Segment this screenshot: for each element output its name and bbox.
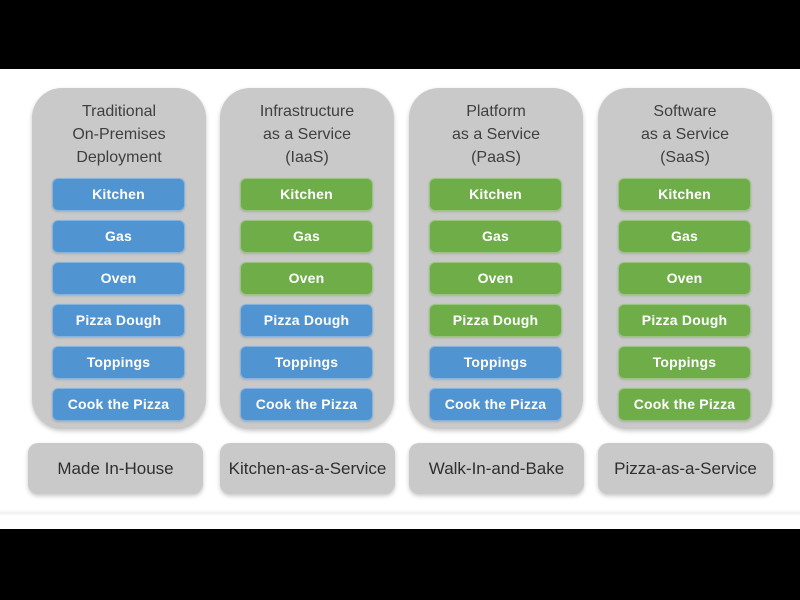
- column-title: Traditional On-Premises Deployment: [32, 88, 206, 169]
- service-item-toppings: Toppings: [618, 346, 751, 379]
- column-title-line: as a Service: [451, 126, 541, 143]
- column-title-line: On-Premises: [72, 126, 166, 143]
- service-item-pizza-dough: Pizza Dough: [429, 304, 562, 337]
- column-saas: Software as a Service (SaaS) Kitchen Gas…: [598, 88, 772, 429]
- service-item-oven: Oven: [52, 262, 185, 295]
- column-title-line: Software: [653, 103, 717, 120]
- service-item-oven: Oven: [618, 262, 751, 295]
- column-title-line: Traditional: [81, 103, 157, 120]
- slide-edge-shadow: [0, 510, 800, 516]
- column-title: Platform as a Service (PaaS): [409, 88, 583, 169]
- service-item-pizza-dough: Pizza Dough: [618, 304, 751, 337]
- service-item-oven: Oven: [240, 262, 373, 295]
- service-item-gas: Gas: [429, 220, 562, 253]
- footer-label-walk-in-and-bake: Walk-In-and-Bake: [409, 443, 584, 494]
- service-item-cook-the-pizza: Cook the Pizza: [52, 388, 185, 421]
- service-item-gas: Gas: [618, 220, 751, 253]
- service-item-cook-the-pizza: Cook the Pizza: [618, 388, 751, 421]
- column-title-line: Deployment: [76, 149, 162, 166]
- letterbox-bottom: [0, 529, 800, 600]
- footer-label-kitchen-as-a-service: Kitchen-as-a-Service: [220, 443, 395, 494]
- service-item-kitchen: Kitchen: [240, 178, 373, 211]
- column-title-line: (IaaS): [285, 149, 329, 166]
- column-iaas: Infrastructure as a Service (IaaS) Kitch…: [220, 88, 394, 429]
- service-item-cook-the-pizza: Cook the Pizza: [429, 388, 562, 421]
- service-item-kitchen: Kitchen: [52, 178, 185, 211]
- column-traditional-on-premises: Traditional On-Premises Deployment Kitch…: [32, 88, 206, 429]
- service-item-list: Kitchen Gas Oven Pizza Dough Toppings Co…: [52, 178, 185, 430]
- service-item-gas: Gas: [52, 220, 185, 253]
- service-item-toppings: Toppings: [429, 346, 562, 379]
- service-item-cook-the-pizza: Cook the Pizza: [240, 388, 373, 421]
- service-item-list: Kitchen Gas Oven Pizza Dough Toppings Co…: [429, 178, 562, 430]
- column-title-line: Infrastructure: [259, 103, 355, 120]
- column-title-line: Platform: [466, 103, 526, 120]
- service-item-list: Kitchen Gas Oven Pizza Dough Toppings Co…: [618, 178, 751, 430]
- service-item-gas: Gas: [240, 220, 373, 253]
- column-title-line: (PaaS): [471, 149, 521, 166]
- column-title-line: as a Service: [262, 126, 352, 143]
- footer-label-made-in-house: Made In-House: [28, 443, 203, 494]
- slide-area: Traditional On-Premises Deployment Kitch…: [0, 69, 800, 529]
- service-item-toppings: Toppings: [240, 346, 373, 379]
- letterbox-top: [0, 0, 800, 69]
- service-item-toppings: Toppings: [52, 346, 185, 379]
- column-title-line: (SaaS): [660, 149, 710, 166]
- service-item-pizza-dough: Pizza Dough: [240, 304, 373, 337]
- footer-label-pizza-as-a-service: Pizza-as-a-Service: [598, 443, 773, 494]
- column-title: Infrastructure as a Service (IaaS): [220, 88, 394, 169]
- service-item-kitchen: Kitchen: [618, 178, 751, 211]
- column-title-line: as a Service: [640, 126, 730, 143]
- service-item-kitchen: Kitchen: [429, 178, 562, 211]
- column-title: Software as a Service (SaaS): [598, 88, 772, 169]
- service-item-list: Kitchen Gas Oven Pizza Dough Toppings Co…: [240, 178, 373, 430]
- service-item-pizza-dough: Pizza Dough: [52, 304, 185, 337]
- service-item-oven: Oven: [429, 262, 562, 295]
- column-paas: Platform as a Service (PaaS) Kitchen Gas…: [409, 88, 583, 429]
